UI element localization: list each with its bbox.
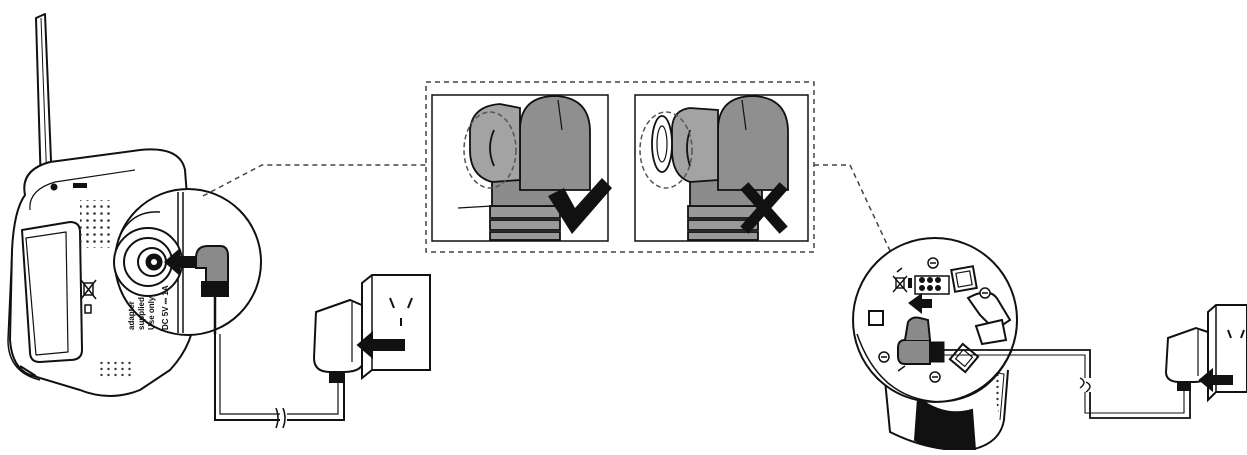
correct-connection-panel xyxy=(432,95,612,241)
incorrect-connection-panel xyxy=(635,95,808,241)
supplied-label: supplied xyxy=(137,297,146,330)
use-only-label: Use only xyxy=(147,296,156,330)
adapter-label: adapter xyxy=(127,301,136,330)
speaker-grill xyxy=(80,200,110,248)
right-wall-socket xyxy=(1200,305,1247,400)
socket-magnifier: DC 5V ⎓ 1A Use only supplied adapter xyxy=(114,189,261,335)
camera-unit xyxy=(853,238,1017,450)
left-wall-socket xyxy=(358,275,430,378)
dc-rating-label: DC 5V ⎓ 1A xyxy=(161,285,170,330)
camera-dc-plug xyxy=(898,340,930,364)
